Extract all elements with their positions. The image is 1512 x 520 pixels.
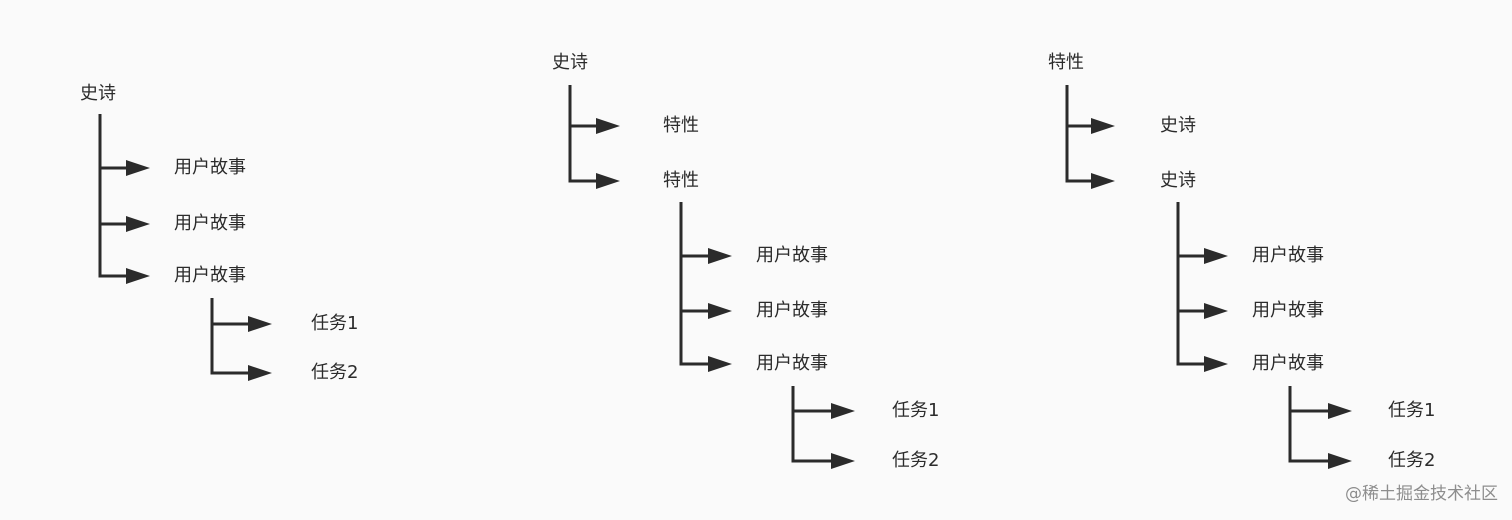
- arrowhead: [126, 160, 150, 176]
- story-node: 用户故事: [756, 245, 828, 266]
- story-node: 用户故事: [756, 353, 828, 374]
- task-node: 任务2: [892, 450, 940, 471]
- root-node: 史诗: [80, 83, 116, 104]
- arrowhead: [1328, 403, 1352, 419]
- arrowhead: [708, 303, 732, 319]
- story-node: 用户故事: [1252, 353, 1324, 374]
- child-node: 用户故事: [174, 213, 246, 234]
- arrowhead: [708, 356, 732, 372]
- task-node: 任务1: [311, 313, 359, 334]
- arrowhead: [1204, 248, 1228, 264]
- story-node: 用户故事: [756, 300, 828, 321]
- arrowhead: [831, 453, 855, 469]
- arrowhead: [831, 403, 855, 419]
- arrowhead: [248, 316, 272, 332]
- child-node: 史诗: [1160, 115, 1196, 136]
- story-node: 用户故事: [1252, 300, 1324, 321]
- task-node: 任务1: [1388, 400, 1436, 421]
- child-node: 特性: [663, 115, 699, 136]
- arrowhead: [1091, 118, 1115, 134]
- task-node: 任务1: [892, 400, 940, 421]
- arrowhead: [596, 173, 620, 189]
- child-node: 史诗: [1160, 170, 1196, 191]
- arrowhead: [708, 248, 732, 264]
- root-node: 特性: [1048, 52, 1084, 73]
- arrowhead: [126, 216, 150, 232]
- task-node: 任务2: [311, 362, 359, 383]
- arrowhead: [1204, 356, 1228, 372]
- arrowhead: [1091, 173, 1115, 189]
- arrowhead: [248, 365, 272, 381]
- child-node: 用户故事: [174, 157, 246, 178]
- task-node: 任务2: [1388, 450, 1436, 471]
- arrowhead: [596, 118, 620, 134]
- story-node: 用户故事: [1252, 245, 1324, 266]
- arrowhead: [126, 268, 150, 284]
- child-node: 用户故事: [174, 265, 246, 286]
- arrowhead: [1204, 303, 1228, 319]
- child-node: 特性: [663, 170, 699, 191]
- watermark: @稀土掘金技术社区: [1345, 484, 1498, 504]
- root-node: 史诗: [552, 52, 588, 73]
- arrowhead: [1328, 453, 1352, 469]
